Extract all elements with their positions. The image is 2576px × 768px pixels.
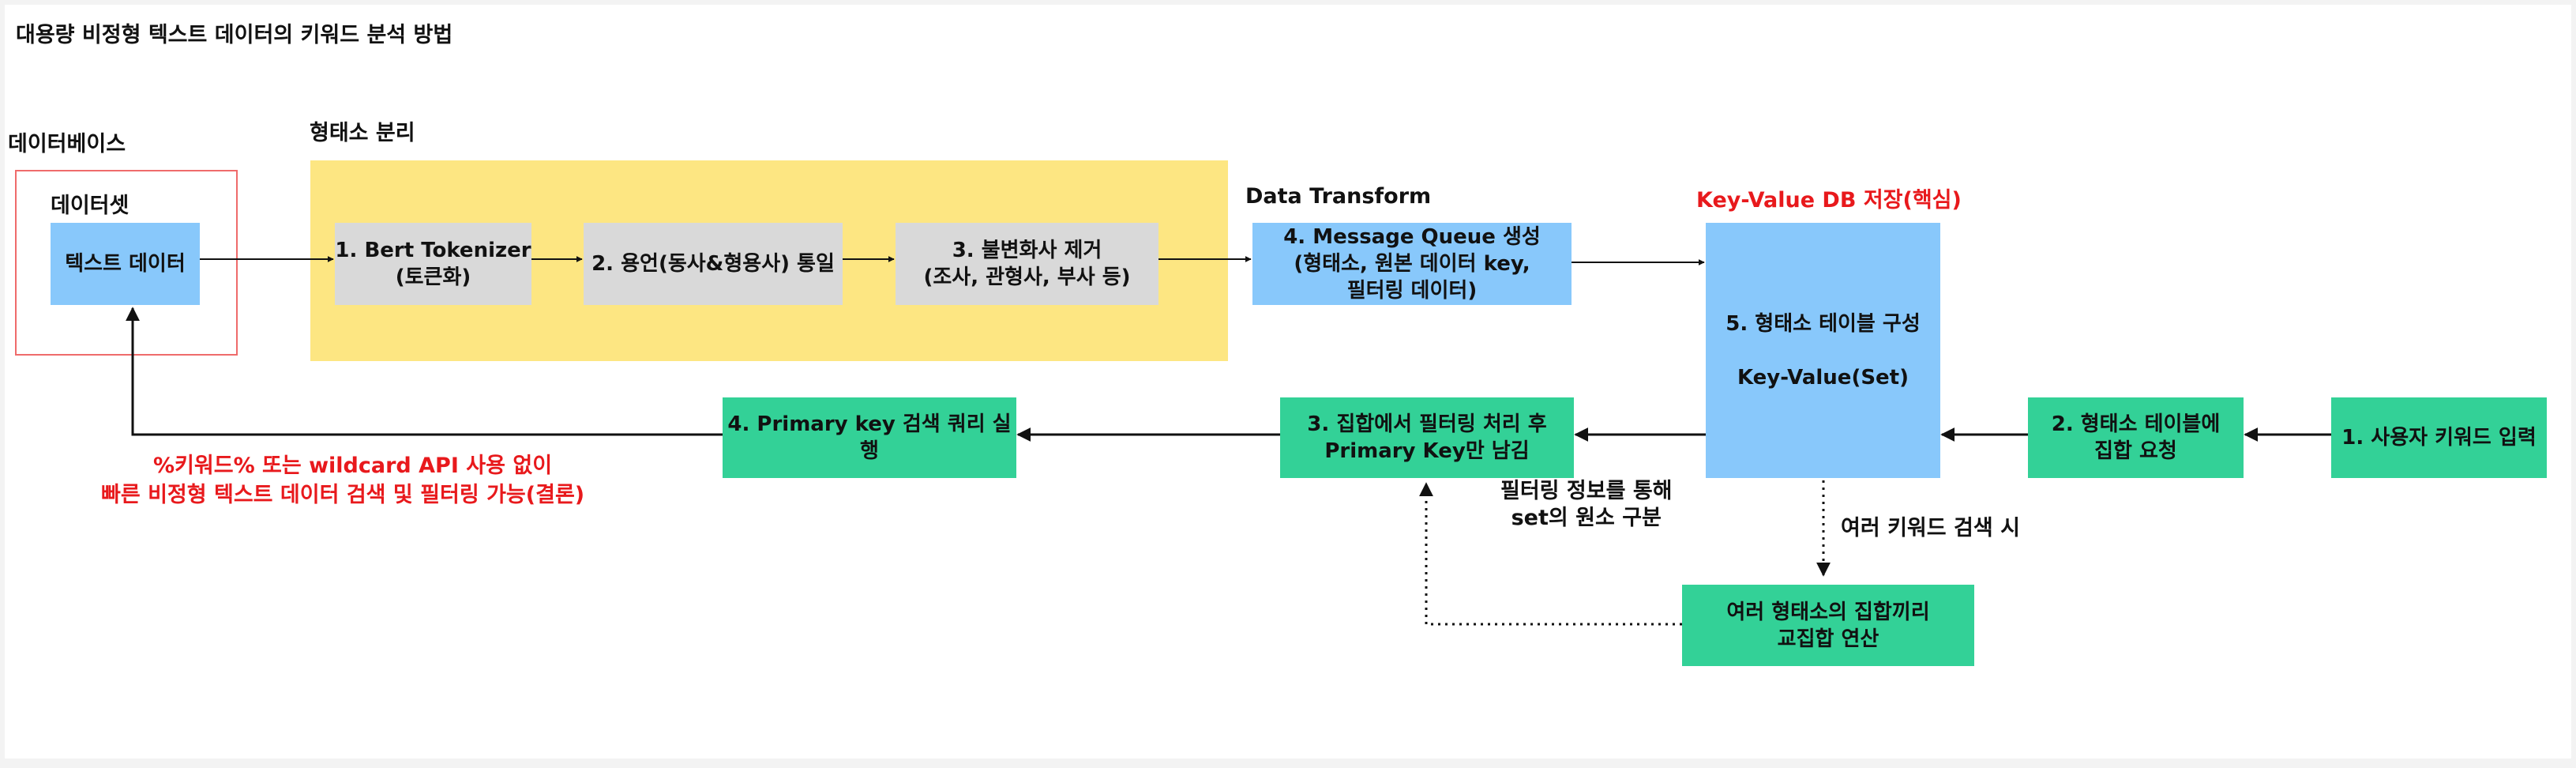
data-transform-label: Data Transform [1245,184,1432,209]
diagram-title: 대용량 비정형 텍스트 데이터의 키워드 분석 방법 [16,23,453,47]
filter-info-label: 필터링 정보를 통해 set의 원소 구분 [1500,479,1673,530]
intersection-box: 여러 형태소의 집합끼리 교집합 연산 [1682,585,1974,666]
pk-query-box: 4. Primary key 검색 쿼리 실행 [723,397,1016,478]
message-queue-box: 4. Message Queue 생성 (형태소, 원본 데이터 key, 필터… [1252,223,1572,305]
remove-particles-box: 3. 불변화사 제거 (조사, 관형사, 부사 등) [896,223,1158,305]
arrow-pk-to-text [126,307,723,436]
conclusion-line-2: 빠른 비정형 텍스트 데이터 검색 및 필터링 가능(결론) [101,483,585,507]
database-label: 데이터베이스 [8,132,126,156]
kv-store-label: Key-Value DB 저장(핵심) [1696,188,1962,213]
database-region [15,170,238,356]
bert-tokenizer-box: 1. Bert Tokenizer (토큰화) [335,223,531,305]
filter-set-box: 3. 집합에서 필터링 처리 후 Primary Key만 남김 [1280,397,1574,478]
connector-arrows [126,256,2331,626]
conclusion-line-1: %키워드% 또는 wildcard API 사용 없이 [153,454,553,478]
diagram-canvas: 대용량 비정형 텍스트 데이터의 키워드 분석 방법 데이터베이스 데이터셋 형… [5,5,2571,759]
arrow-intersection-to-filter [1419,482,1682,626]
morph-table-box: 5. 형태소 테이블 구성 Key-Value(Set) [1706,223,1940,478]
user-keyword-box: 1. 사용자 키워드 입력 [2331,397,2547,478]
text-data-box: 텍스트 데이터 [51,223,200,305]
unify-predicates-box: 2. 용언(동사&형용사) 통일 [584,223,843,305]
morph-separation-label: 형태소 분리 [310,121,415,145]
request-set-box: 2. 형태소 테이블에 집합 요청 [2028,397,2244,478]
dataset-label: 데이터셋 [51,194,130,218]
multi-keyword-label: 여러 키워드 검색 시 [1841,516,2020,540]
